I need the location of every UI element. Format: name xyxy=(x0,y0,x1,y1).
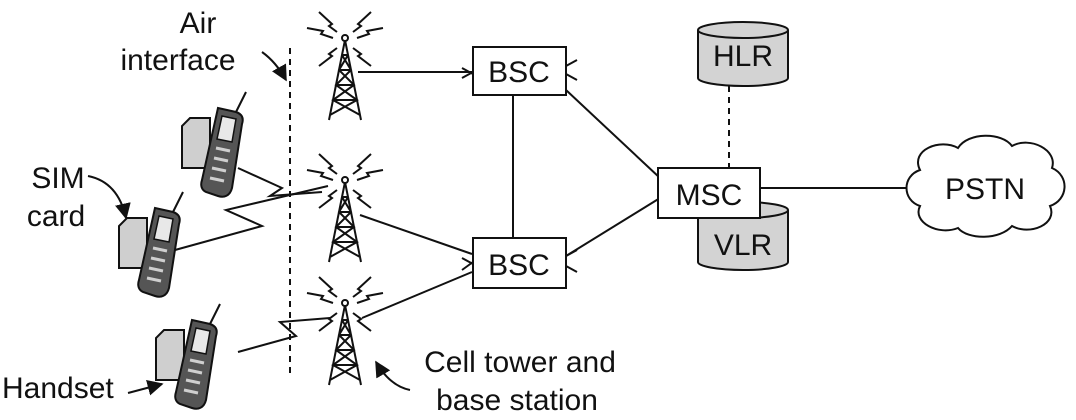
pstn-cloud: PSTN xyxy=(905,134,1066,238)
bsc-bottom-node: BSC xyxy=(461,237,578,289)
cell-tower-arrow xyxy=(375,360,411,391)
handset-bottom-icon xyxy=(154,302,222,411)
cell-tower-middle-icon xyxy=(306,153,384,263)
cell-tower-label: Cell tower and xyxy=(424,346,616,379)
radio-link-bottom-handset xyxy=(237,317,331,353)
bsc-bottom-label: BSC xyxy=(488,249,550,282)
link-bsc-top-msc xyxy=(565,89,661,179)
msc-node: MSC xyxy=(657,167,761,219)
sim-card-label: SIM xyxy=(31,162,84,195)
link-tower-bottom-bsc xyxy=(361,271,473,319)
cell-tower-label-2: base station xyxy=(436,384,598,417)
vlr-label: VLR xyxy=(714,229,772,262)
handset-label: Handset xyxy=(2,372,114,405)
cell-tower-bottom-icon xyxy=(306,276,384,386)
link-tower-middle-bsc xyxy=(359,214,473,255)
bsc-top-node: BSC xyxy=(461,46,578,96)
cell-tower-top-icon xyxy=(306,11,384,121)
link-bsc-bottom-msc xyxy=(565,197,661,257)
radio-link-top-handset xyxy=(237,167,323,198)
air-interface-label-2: interface xyxy=(120,44,235,77)
handset-middle-icon xyxy=(117,190,185,299)
hlr-database: HLR xyxy=(697,21,789,87)
hlr-label: HLR xyxy=(713,40,773,73)
handset-top-icon xyxy=(180,90,248,199)
bsc-top-label: BSC xyxy=(488,56,550,89)
air-interface-label: Air xyxy=(180,7,217,40)
radio-link-middle-handset xyxy=(174,185,329,251)
sim-card-label-2: card xyxy=(27,200,85,233)
handset-arrow xyxy=(127,379,164,396)
air-interface-arrow xyxy=(261,51,287,82)
sim-card-arrow xyxy=(87,175,131,220)
msc-label: MSC xyxy=(676,179,743,212)
pstn-label: PSTN xyxy=(945,173,1025,206)
